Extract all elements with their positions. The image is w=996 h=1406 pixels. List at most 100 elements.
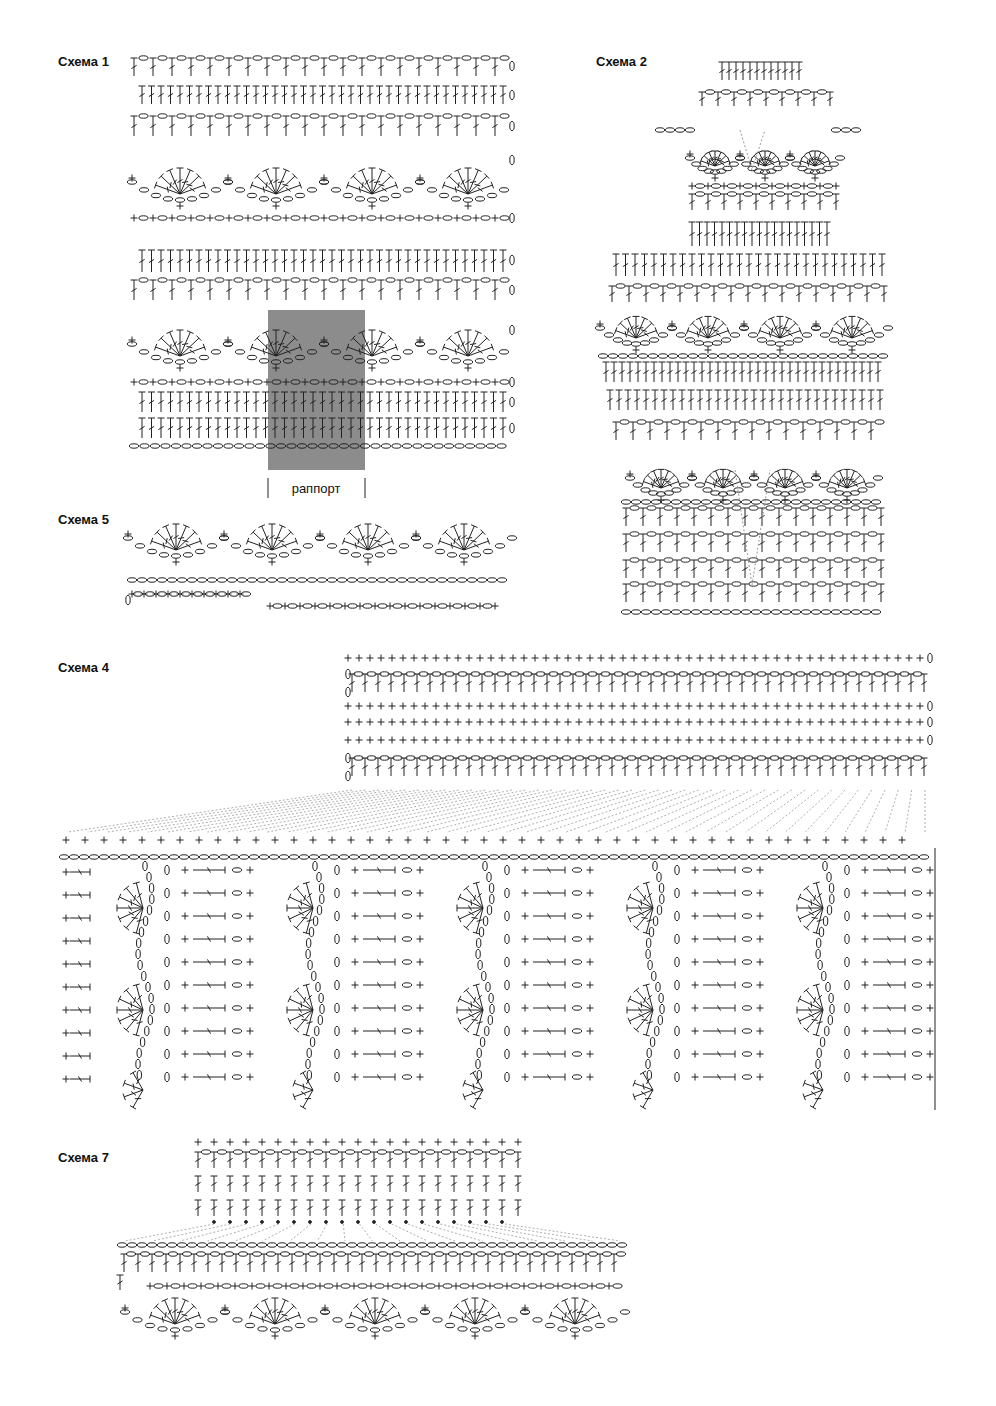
single-crochet [840, 703, 847, 710]
single-crochet [609, 719, 616, 726]
chain-stitch [462, 380, 471, 384]
single-crochet [444, 737, 451, 744]
single-crochet [631, 737, 638, 744]
double-crochet [455, 169, 469, 194]
chain-stitch [721, 610, 730, 614]
double-crochet [747, 362, 754, 382]
chain-stitch [247, 355, 256, 359]
double-crochet [372, 182, 398, 194]
double-crochet [215, 86, 222, 104]
chain-stitch [462, 56, 471, 60]
single-crochet [417, 175, 424, 182]
double-crochet [827, 534, 834, 552]
guide-line [825, 790, 858, 832]
double-crochet [224, 392, 231, 412]
chain-stitch [429, 855, 438, 859]
single-crochet [697, 655, 704, 662]
chain-stitch [438, 604, 447, 608]
double-crochet [117, 1007, 143, 1014]
chain-stitch [791, 184, 800, 188]
double-crochet [253, 418, 260, 438]
chain-stitch [215, 216, 224, 220]
double-crochet [780, 327, 802, 338]
chain-stitch [698, 354, 707, 358]
chain-stitch [310, 216, 319, 220]
double-crochet [177, 330, 184, 356]
single-crochet [435, 379, 442, 386]
double-crochet [259, 525, 273, 550]
double-crochet [754, 62, 761, 80]
single-crochet [620, 719, 627, 726]
double-crochet [626, 286, 633, 302]
chain-stitch [297, 444, 306, 448]
double-crochet [613, 422, 620, 440]
single-crochet [690, 837, 697, 844]
single-crochet [833, 183, 840, 190]
double-crochet [804, 674, 811, 692]
single-crochet [862, 703, 869, 710]
single-crochet [317, 531, 324, 538]
double-crochet [376, 86, 383, 104]
single-crochet [807, 737, 814, 744]
chain-stitch [752, 284, 761, 288]
double-crochet [687, 758, 694, 776]
chain-stitch [151, 193, 160, 197]
chain-stitch [213, 444, 222, 448]
single-crochet [367, 719, 374, 726]
double-crochet [462, 250, 469, 272]
single-crochet [221, 531, 228, 538]
single-crochet [762, 175, 769, 182]
chain-stitch [479, 855, 488, 859]
chain-stitch [801, 500, 810, 504]
chain-stitch [874, 333, 883, 337]
chain-stitch [732, 506, 741, 510]
single-crochet [345, 703, 352, 710]
single-crochet [129, 175, 136, 182]
double-crochet [679, 254, 686, 276]
single-crochet [433, 737, 440, 744]
chain-stitch [701, 610, 710, 614]
double-crochet [329, 86, 336, 104]
single-crochet [609, 737, 616, 744]
chain-stitch [158, 56, 167, 60]
chain-stitch [616, 284, 625, 288]
double-crochet [367, 86, 374, 104]
double-crochet [643, 362, 650, 382]
chain-stitch [691, 500, 700, 504]
double-crochet [696, 317, 708, 338]
chain-stitch [639, 855, 648, 859]
double-crochet [835, 362, 842, 382]
double-crochet [609, 758, 616, 776]
double-crochet [609, 674, 616, 692]
double-crochet [186, 250, 193, 272]
single-crochet [141, 591, 148, 598]
chain-stitch [659, 855, 668, 859]
chain-stitch [169, 855, 178, 859]
chain-stitch [196, 216, 205, 220]
chain-stitch [589, 855, 598, 859]
double-crochet [70, 1007, 90, 1014]
double-crochet [633, 316, 640, 338]
chain-stitch [800, 532, 809, 536]
double-crochet [357, 392, 364, 412]
single-crochet [321, 215, 328, 222]
chain-stitch [371, 444, 380, 448]
chain-stitch [89, 855, 98, 859]
double-crochet [454, 280, 461, 300]
chain-stitch [196, 380, 205, 384]
chain-stitch [668, 354, 677, 358]
double-crochet [827, 560, 834, 578]
chain-stitch [695, 192, 704, 196]
single-crochet [196, 837, 203, 844]
chain-stitch [788, 354, 797, 358]
chain-stitch [681, 582, 690, 586]
double-crochet [765, 758, 772, 776]
chain-stitch [272, 278, 281, 282]
chain-stitch [889, 855, 898, 859]
double-crochet [622, 674, 629, 692]
chain-stitch [768, 354, 777, 358]
chain-stitch [698, 558, 707, 562]
single-crochet [269, 559, 276, 566]
double-crochet [148, 250, 155, 272]
chain-stitch [255, 553, 264, 557]
